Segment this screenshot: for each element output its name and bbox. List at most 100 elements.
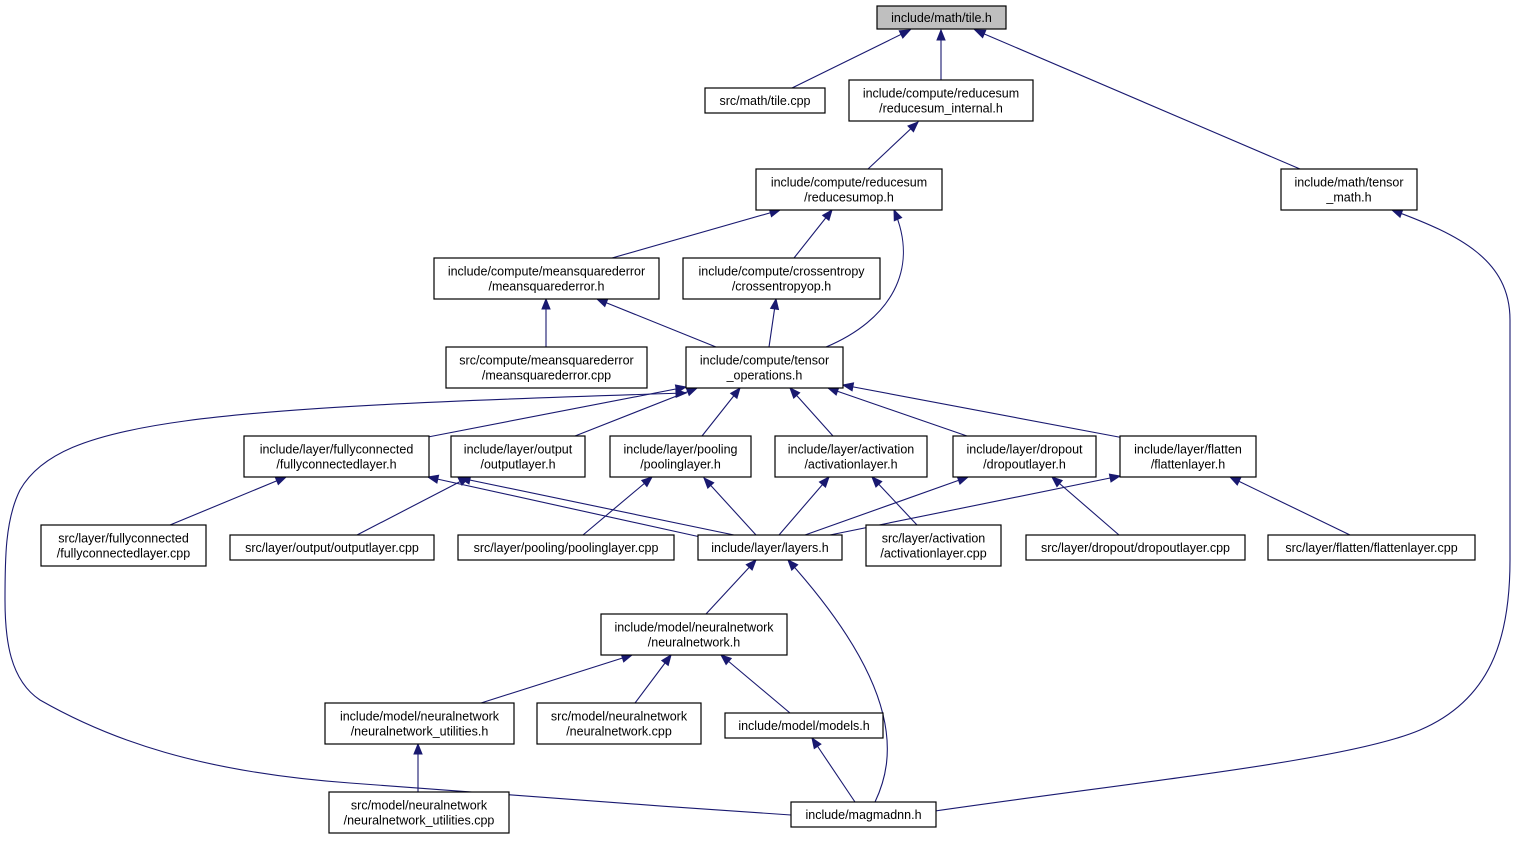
edge-activationlayer_h-to-tensor_operations_h xyxy=(789,386,834,437)
node-neuralnetwork-utilities-h[interactable]: include/model/neuralnetwork/neuralnetwor… xyxy=(324,702,515,745)
node-box[interactable] xyxy=(324,702,515,745)
node-box[interactable] xyxy=(1025,534,1246,561)
node-box[interactable] xyxy=(774,435,928,478)
arrowhead xyxy=(871,476,883,488)
edge-models_h-to-neuralnetwork_h xyxy=(719,654,791,714)
node-box[interactable] xyxy=(328,791,510,834)
node-label-line: include/compute/reducesum xyxy=(863,87,1019,101)
node-models-h[interactable]: include/model/models.h xyxy=(724,712,884,739)
arrowhead xyxy=(787,558,799,571)
node-label-line: /reducesumop.h xyxy=(804,191,894,205)
edge-meansquarederror_h-to-reducesumop_h xyxy=(611,208,782,259)
node-box[interactable] xyxy=(682,257,881,300)
node-label-line: /dropoutlayer.h xyxy=(983,458,1066,472)
arrowhead xyxy=(595,298,609,308)
node-tile-cpp[interactable]: src/math/tile.cpp xyxy=(704,87,826,114)
node-label-line: include/compute/reducesum xyxy=(771,176,927,190)
edge-line xyxy=(596,298,717,348)
node-box[interactable] xyxy=(1280,168,1418,211)
node-dropoutlayer-h[interactable]: include/layer/dropout/dropoutlayer.h xyxy=(952,435,1097,478)
edge-meansquarederror_cpp-to-meansquarederror_h xyxy=(541,297,551,347)
edge-flattenlayer_cpp-to-flattenlayer_h xyxy=(1228,476,1351,536)
node-flattenlayer-h[interactable]: include/layer/flatten/flattenlayer.h xyxy=(1119,435,1257,478)
node-box[interactable] xyxy=(609,435,752,478)
edge-line xyxy=(703,477,757,536)
node-flattenlayer-cpp[interactable]: src/layer/flatten/flattenlayer.cpp xyxy=(1267,534,1476,561)
node-label-line: include/math/tile.h xyxy=(891,11,992,25)
node-poolinglayer-h[interactable]: include/layer/pooling/poolinglayer.h xyxy=(609,435,752,478)
node-box[interactable] xyxy=(243,435,430,478)
edge-line xyxy=(705,559,757,615)
node-label-line: /activationlayer.h xyxy=(804,458,897,472)
node-box[interactable] xyxy=(790,801,937,828)
arrowhead xyxy=(675,388,688,399)
node-box[interactable] xyxy=(40,524,207,567)
node-label-line: /neuralnetwork_utilities.h xyxy=(351,725,489,739)
node-box[interactable] xyxy=(433,257,660,300)
node-box[interactable] xyxy=(1267,534,1476,561)
node-dropoutlayer-cpp[interactable]: src/layer/dropout/dropoutlayer.cpp xyxy=(1025,534,1246,561)
node-tensor-operations-h[interactable]: include/compute/tensor_operations.h xyxy=(685,346,844,389)
edge-line xyxy=(825,209,904,348)
edge-magmadnn_h-to-layers_h xyxy=(787,558,888,803)
edge-line xyxy=(778,476,830,536)
node-box[interactable] xyxy=(848,79,1034,122)
node-crossentropyop-h[interactable]: include/compute/crossentropy/crossentrop… xyxy=(682,257,881,300)
arrowhead xyxy=(811,736,822,750)
node-label-line: _operations.h xyxy=(726,369,803,383)
node-box[interactable] xyxy=(600,613,788,656)
node-fullyconnectedlayer-cpp[interactable]: src/layer/fullyconnected/fullyconnectedl… xyxy=(40,524,207,567)
edge-line xyxy=(789,387,834,437)
edge-magmadnn_h-to-models_h xyxy=(811,736,856,803)
edge-line xyxy=(720,654,791,714)
node-tile-h[interactable]: include/math/tile.h xyxy=(876,5,1007,30)
node-box[interactable] xyxy=(876,5,1007,30)
node-box[interactable] xyxy=(865,524,1002,567)
arrowhead xyxy=(703,477,715,489)
edge-tensor_operations_h-to-reducesumop_h xyxy=(825,208,904,348)
edge-poolinglayer_h-to-tensor_operations_h xyxy=(701,386,741,437)
node-layers-h[interactable]: include/layer/layers.h xyxy=(697,534,843,561)
arrowhead xyxy=(973,29,987,39)
edge-layers_h-to-poolinglayer_h xyxy=(703,477,757,536)
node-box[interactable] xyxy=(457,534,675,561)
node-box[interactable] xyxy=(536,702,702,745)
node-activationlayer-h[interactable]: include/layer/activation/activationlayer… xyxy=(774,435,928,478)
edge-reducesumop_h-to-reducesum_internal_h xyxy=(867,121,919,170)
edge-magmadnn_h-to-tensor_math_h xyxy=(934,209,1511,812)
node-box[interactable] xyxy=(724,712,884,739)
edge-line xyxy=(480,654,633,704)
node-label-line: include/layer/pooling xyxy=(624,443,738,457)
node-meansquarederror-cpp[interactable]: src/compute/meansquarederror/meansquared… xyxy=(445,346,648,389)
node-box[interactable] xyxy=(704,87,826,114)
node-box[interactable] xyxy=(445,346,648,389)
node-activationlayer-cpp[interactable]: src/layer/activation/activationlayer.cpp xyxy=(865,524,1002,567)
node-reducesum-internal-h[interactable]: include/compute/reducesum/reducesum_inte… xyxy=(848,79,1034,122)
node-box[interactable] xyxy=(755,168,943,211)
arrowhead xyxy=(426,474,440,484)
node-magmadnn-h[interactable]: include/magmadnn.h xyxy=(790,801,937,828)
arrowhead xyxy=(1108,473,1122,483)
node-outputlayer-cpp[interactable]: src/layer/output/outputlayer.cpp xyxy=(229,534,435,561)
node-box[interactable] xyxy=(697,534,843,561)
node-fullyconnectedlayer-h[interactable]: include/layer/fullyconnected/fullyconnec… xyxy=(243,435,430,478)
node-box[interactable] xyxy=(685,346,844,389)
node-tensor-math-h[interactable]: include/math/tensor_math.h xyxy=(1280,168,1418,211)
edge-line xyxy=(934,209,1511,812)
node-poolinglayer-cpp[interactable]: src/layer/pooling/poolinglayer.cpp xyxy=(457,534,675,561)
edge-crossentropyop_h-to-reducesumop_h xyxy=(793,208,833,259)
node-label-line: include/layer/flatten xyxy=(1134,443,1242,457)
edge-flattenlayer_h-to-tensor_operations_h xyxy=(841,382,1125,439)
node-neuralnetwork-cpp[interactable]: src/model/neuralnetwork/neuralnetwork.cp… xyxy=(536,702,702,745)
node-meansquarederror-h[interactable]: include/compute/meansquarederror/meansqu… xyxy=(433,257,660,300)
node-neuralnetwork-h[interactable]: include/model/neuralnetwork/neuralnetwor… xyxy=(600,613,788,656)
node-label-line: include/math/tensor xyxy=(1294,176,1403,190)
node-neuralnetwork-utilities-cpp[interactable]: src/model/neuralnetwork/neuralnetwork_ut… xyxy=(328,791,510,834)
edge-neuralnetwork_utilities_cpp-to-neuralnetwork_utilities_h xyxy=(413,742,423,792)
node-outputlayer-h[interactable]: include/layer/output/outputlayer.h xyxy=(450,435,586,478)
node-box[interactable] xyxy=(952,435,1097,478)
node-box[interactable] xyxy=(229,534,435,561)
node-reducesumop-h[interactable]: include/compute/reducesum/reducesumop.h xyxy=(755,168,943,211)
node-box[interactable] xyxy=(1119,435,1257,478)
node-box[interactable] xyxy=(450,435,586,478)
